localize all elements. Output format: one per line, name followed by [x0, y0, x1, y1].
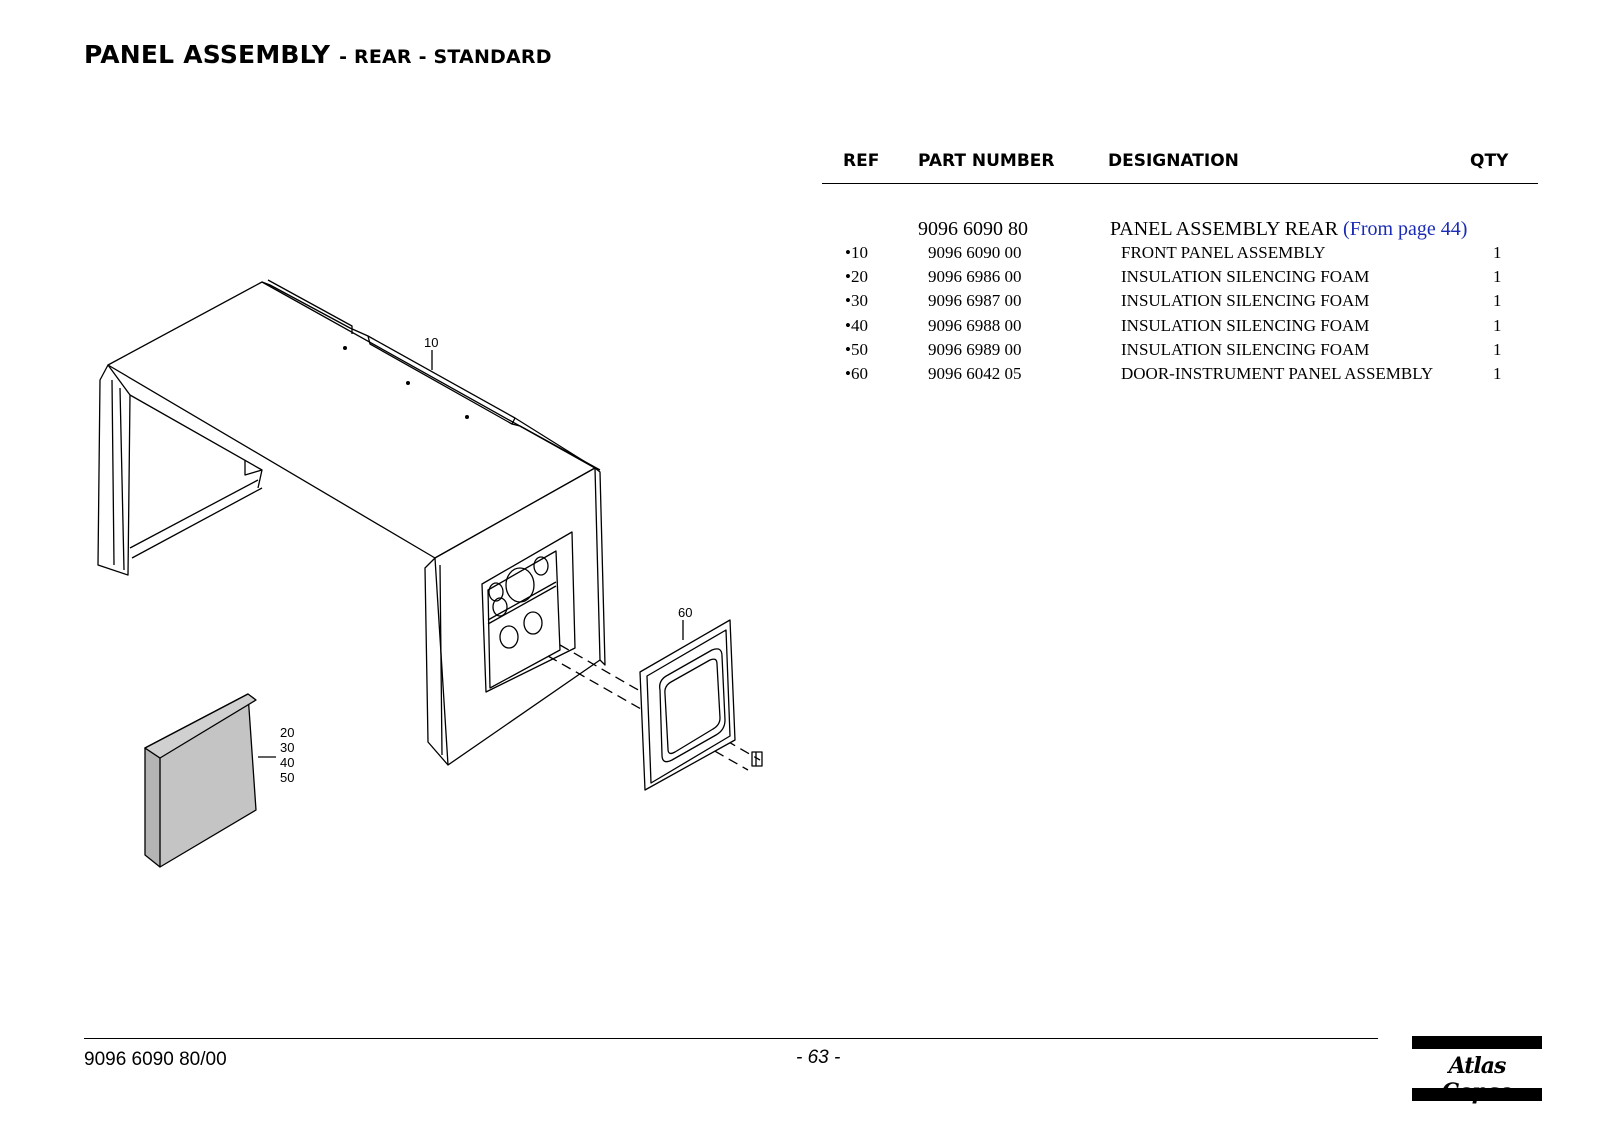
from-page-link[interactable]: (From page 44)	[1343, 218, 1468, 240]
page-title-main: PANEL ASSEMBLY	[84, 40, 331, 69]
assembly-part-number: 9096 6090 80	[918, 218, 1028, 240]
gauge-hole	[499, 625, 519, 649]
door-panel	[639, 619, 736, 791]
table-row: •10 9096 6090 00 FRONT PANEL ASSEMBLY 1	[0, 243, 1600, 267]
gauge-hole	[505, 567, 535, 603]
footer-divider	[84, 1038, 1378, 1039]
cell-qty: 1	[1493, 267, 1502, 287]
cell-part-number: 9096 6986 00	[928, 267, 1022, 287]
page-title-sub: - REAR - STANDARD	[339, 46, 552, 68]
callout-panel: 10	[424, 335, 438, 350]
page-title: PANEL ASSEMBLY - REAR - STANDARD	[84, 40, 552, 69]
cell-part-number: 9096 6989 00	[928, 339, 1022, 359]
table-row: •30 9096 6987 00 INSULATION SILENCING FOAM…	[0, 291, 1600, 315]
cell-qty: 1	[1493, 243, 1502, 262]
callout-foam: 50	[280, 770, 294, 785]
gauge-hole	[488, 582, 504, 602]
cell-designation: DOOR-INSTRUMENT PANEL ASSEMBLY	[1121, 364, 1434, 383]
cell-ref: •60	[845, 364, 868, 383]
cell-ref: •30	[845, 291, 868, 311]
gauge-hole	[533, 556, 549, 576]
table-row: •20 9096 6986 00 INSULATION SILENCING FOAM…	[0, 267, 1600, 291]
cell-designation: INSULATION SILENCING FOAM	[1121, 339, 1370, 359]
header-qty: QTY	[1470, 151, 1509, 171]
cell-part-number: 9096 6042 05	[928, 364, 1022, 383]
cell-part-number: 9096 6988 00	[928, 315, 1022, 335]
callout-foam: 20	[280, 725, 294, 740]
header-ref: REF	[843, 151, 880, 171]
callout-foam: 40	[280, 755, 294, 770]
page-number: - 63 -	[796, 1047, 841, 1068]
atlas-copco-logo: Atlas Copco	[1412, 1036, 1542, 1105]
cell-designation: FRONT PANEL ASSEMBLY	[1121, 243, 1326, 262]
cell-designation: INSULATION SILENCING FOAM	[1121, 291, 1370, 311]
instrument-opening	[481, 531, 576, 693]
table-row: •60 9096 6042 05 DOOR-INSTRUMENT PANEL ASS…	[0, 364, 1600, 388]
table-row: •40 9096 6988 00 INSULATION SILENCING FOAM…	[0, 316, 1600, 340]
assembly-designation-text: PANEL ASSEMBLY REAR	[1110, 218, 1339, 240]
cell-qty: 1	[1493, 291, 1502, 311]
cell-designation: INSULATION SILENCING FOAM	[1121, 315, 1370, 335]
cell-part-number: 9096 6987 00	[928, 291, 1022, 311]
cell-qty: 1	[1493, 339, 1502, 359]
cell-designation: INSULATION SILENCING FOAM	[1121, 267, 1370, 287]
foam-block-side	[144, 747, 161, 868]
callout-door: 60	[678, 605, 692, 620]
header-part-number: PART NUMBER	[918, 151, 1055, 171]
cell-qty: 1	[1493, 364, 1502, 383]
cell-part-number: 9096 6090 00	[928, 243, 1022, 262]
panel-left-side	[97, 364, 131, 576]
gauge-hole	[523, 611, 543, 635]
panel-top-flange	[261, 281, 596, 469]
cell-ref: •40	[845, 315, 868, 335]
assembly-designation: PANEL ASSEMBLY REAR (From page 44)	[1110, 218, 1467, 241]
cell-ref: •10	[845, 243, 868, 262]
header-divider	[822, 183, 1538, 184]
callout-foam: 30	[280, 740, 294, 755]
door-latch	[751, 751, 763, 767]
header-designation: DESIGNATION	[1108, 151, 1239, 171]
document-number: 9096 6090 80/00	[84, 1049, 227, 1070]
panel-front-leg	[424, 557, 449, 766]
gauge-hole	[492, 597, 508, 617]
cell-qty: 1	[1493, 315, 1502, 335]
cell-ref: •20	[845, 267, 868, 287]
table-row: •50 9096 6989 00 INSULATION SILENCING FOAM…	[0, 340, 1600, 364]
cell-ref: •50	[845, 339, 868, 359]
